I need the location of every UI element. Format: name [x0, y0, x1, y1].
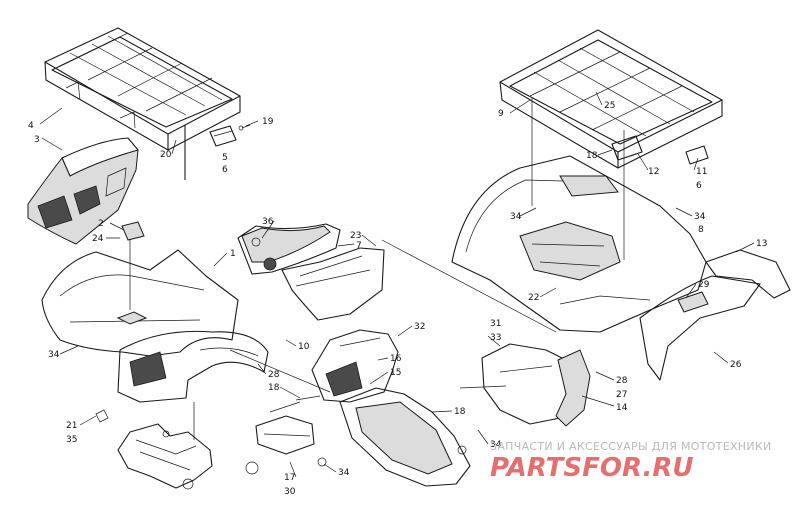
- front-bracket: [117, 402, 213, 490]
- callout-13: 13: [756, 239, 767, 249]
- callout-22: 22: [528, 293, 539, 303]
- front-panel: [27, 137, 139, 245]
- callout-34-lower: 34: [338, 468, 350, 478]
- callout-23: 23: [350, 231, 361, 241]
- callout-33: 33: [490, 333, 501, 343]
- rack-bracket-11: [685, 145, 709, 165]
- decal-2: [121, 221, 145, 310]
- callout-17: 17: [284, 473, 295, 483]
- callout-29: 29: [698, 280, 710, 290]
- footwell-panel: [311, 329, 471, 487]
- callout-20: 20: [160, 150, 172, 160]
- callout-1: 1: [230, 249, 236, 259]
- callout-11: 11: [696, 167, 707, 177]
- mount-bracket: [245, 401, 327, 475]
- watermark-brand: PARTSFOR.RU: [490, 453, 693, 483]
- screw-19: [238, 124, 251, 131]
- callout-2: 2: [98, 219, 104, 229]
- callout-34-right: 34: [694, 212, 706, 222]
- callout-18-rear: 18: [586, 151, 598, 161]
- callout-21: 21: [66, 421, 77, 431]
- rack-clamp-12: [611, 135, 643, 161]
- callout-18-front: 18: [268, 383, 280, 393]
- callout-15: 15: [390, 368, 401, 378]
- callout-34-front: 34: [48, 350, 60, 360]
- watermark-caption: ЗАПЧАСТИ И АКСЕССУАРЫ ДЛЯ МОТОТЕХНИКИ: [490, 440, 772, 453]
- callout-28-front: 28: [268, 370, 280, 380]
- front-fender: [41, 249, 269, 403]
- callout-31: 31: [490, 319, 501, 329]
- callout-8: 8: [698, 225, 704, 235]
- callout-10: 10: [298, 342, 310, 352]
- callout-32: 32: [414, 322, 425, 332]
- callout-26: 26: [730, 360, 742, 370]
- rear-mudguard: [481, 343, 591, 427]
- callout-27: 27: [616, 390, 627, 400]
- callout-6-rear: 6: [696, 181, 702, 191]
- front-rack: [44, 27, 241, 180]
- callout-36: 36: [262, 217, 274, 227]
- callout-24: 24: [92, 234, 104, 244]
- callout-16: 16: [390, 354, 402, 364]
- callout-7: 7: [356, 241, 362, 251]
- callout-34-rear: 34: [510, 212, 522, 222]
- callout-34-rear-lower: 34: [490, 440, 502, 450]
- callout-19: 19: [262, 117, 274, 127]
- assembly-lines: [229, 239, 557, 393]
- callout-30: 30: [284, 487, 296, 497]
- rear-fender: [451, 155, 707, 333]
- callout-9: 9: [498, 109, 504, 119]
- callout-3: 3: [34, 135, 40, 145]
- side-panel-7: [237, 223, 341, 275]
- callout-35: 35: [66, 435, 77, 445]
- grommet-36: [251, 237, 261, 247]
- callout-4: 4: [28, 121, 34, 131]
- bolt-18a: [295, 395, 321, 401]
- callout-5: 5: [222, 153, 228, 163]
- callout-25: 25: [604, 101, 615, 111]
- callout-labels: 4 3 19 20 5 6 2 24 1 36 7 23 34 10 28 18…: [28, 101, 767, 497]
- side-panel-23: [281, 247, 385, 321]
- rear-fender-flare: [639, 249, 791, 381]
- rear-rack: [499, 29, 723, 260]
- rack-bracket-5: [209, 125, 237, 147]
- callout-18-lower: 18: [454, 407, 466, 417]
- callout-12: 12: [648, 167, 659, 177]
- leader-lines: [39, 91, 755, 478]
- callout-14: 14: [616, 403, 628, 413]
- watermark: ЗАПЧАСТИ И АКСЕССУАРЫ ДЛЯ МОТОТЕХНИКИ PA…: [490, 440, 772, 483]
- callout-6: 6: [222, 165, 228, 175]
- clip-21: [95, 409, 109, 423]
- callout-28-rear: 28: [616, 376, 628, 386]
